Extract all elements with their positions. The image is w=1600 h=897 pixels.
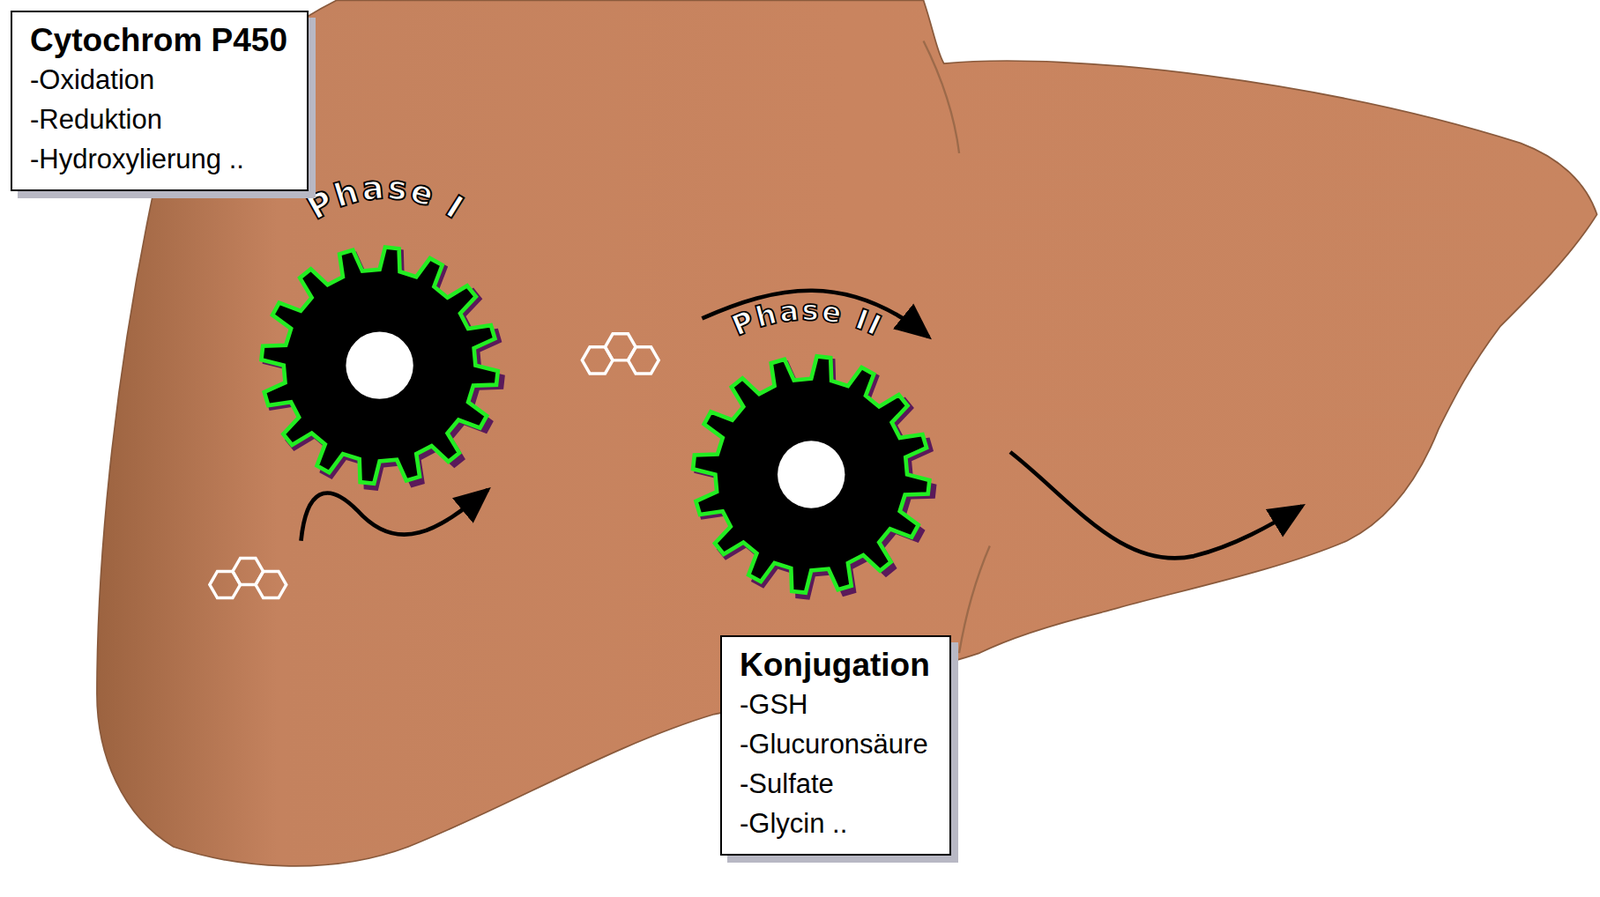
gear	[692, 356, 930, 593]
molecule	[627, 347, 659, 374]
phase-label: Phase I	[300, 168, 471, 228]
phase-label: Phase II	[727, 293, 889, 343]
box-item: -GSH	[739, 684, 936, 725]
gear-hub	[345, 331, 413, 399]
box-heading: Cytochrom P450	[29, 21, 293, 60]
info-box: Konjugation-GSH-Glucuronsäure-Sulfate-Gl…	[720, 635, 952, 856]
gear	[260, 247, 498, 484]
box-item: -Glucuronsäure	[739, 724, 936, 765]
box-item: -Reduktion	[29, 99, 293, 140]
svg-text:Phase I: Phase I	[300, 168, 471, 228]
box-item: -Oxidation	[29, 59, 293, 100]
fissure-line	[959, 546, 990, 655]
box-item: -Glycin ..	[739, 803, 936, 844]
info-box: Cytochrom P450-Oxidation-Reduktion-Hydro…	[10, 10, 309, 192]
molecule	[255, 571, 287, 598]
box-heading: Konjugation	[739, 646, 936, 685]
liver-outline	[96, 0, 1598, 867]
box-item: -Hydroxylierung ..	[29, 139, 293, 179]
box-item: -Sulfate	[739, 764, 936, 804]
flow-arrow	[300, 490, 488, 542]
lobe-line	[923, 41, 960, 154]
flow-arrow	[1010, 452, 1303, 559]
gear-hub	[777, 440, 845, 508]
svg-text:Phase II: Phase II	[727, 293, 889, 343]
